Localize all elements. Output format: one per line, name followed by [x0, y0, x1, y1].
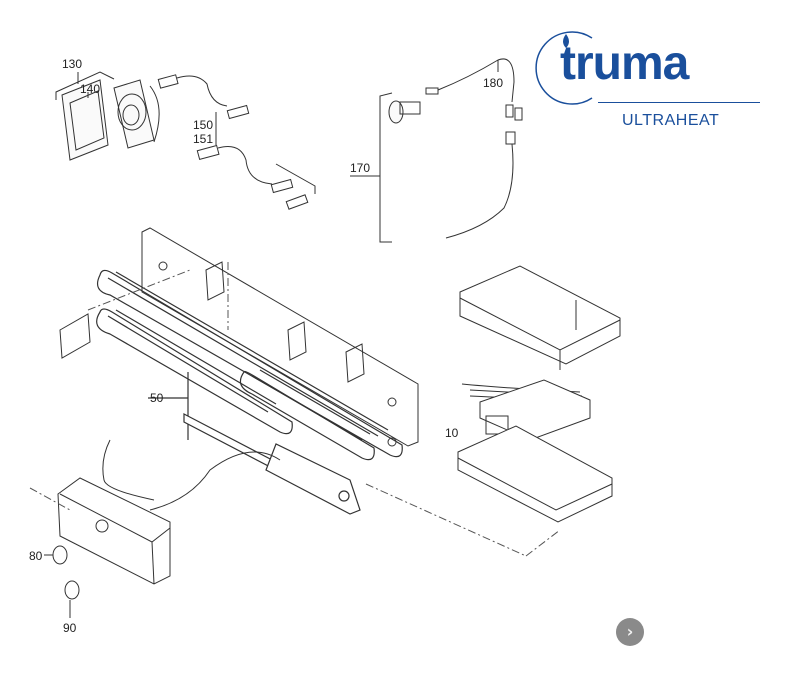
callout-80: 80 — [29, 549, 43, 563]
control-knob-module — [113, 79, 160, 149]
logo-divider — [598, 102, 760, 103]
flame-circle-icon — [535, 31, 593, 105]
heater-mounting-plate — [141, 227, 419, 447]
product-name: ULTRAHEAT — [622, 112, 720, 129]
assembly-guide-lines — [29, 262, 561, 557]
callout-170: 170 — [350, 161, 371, 175]
thermostat-housing — [44, 439, 281, 618]
control-panel-frame — [55, 71, 115, 161]
callout-140: 140 — [80, 82, 101, 96]
callout-50: 50 — [150, 391, 164, 405]
callout-130: 130 — [62, 57, 83, 71]
next-image-button[interactable]: › — [616, 618, 644, 646]
truma-ultraheat-logo: truma ULTRAHEAT — [530, 28, 760, 134]
brand-wordmark: truma — [560, 37, 689, 90]
callout-10: 10 — [445, 426, 459, 440]
callout-180: 180 — [483, 76, 504, 90]
callout-150: 150 — [193, 118, 214, 132]
callout-151: 151 — [193, 132, 214, 146]
callout-90: 90 — [63, 621, 77, 635]
sensor-assembly — [350, 58, 523, 243]
heating-element-50 — [96, 269, 403, 515]
connecting-cables — [157, 74, 316, 210]
control-electronics-box — [457, 265, 621, 523]
mounting-clips — [59, 261, 365, 383]
chevron-right-icon: › — [626, 622, 634, 641]
